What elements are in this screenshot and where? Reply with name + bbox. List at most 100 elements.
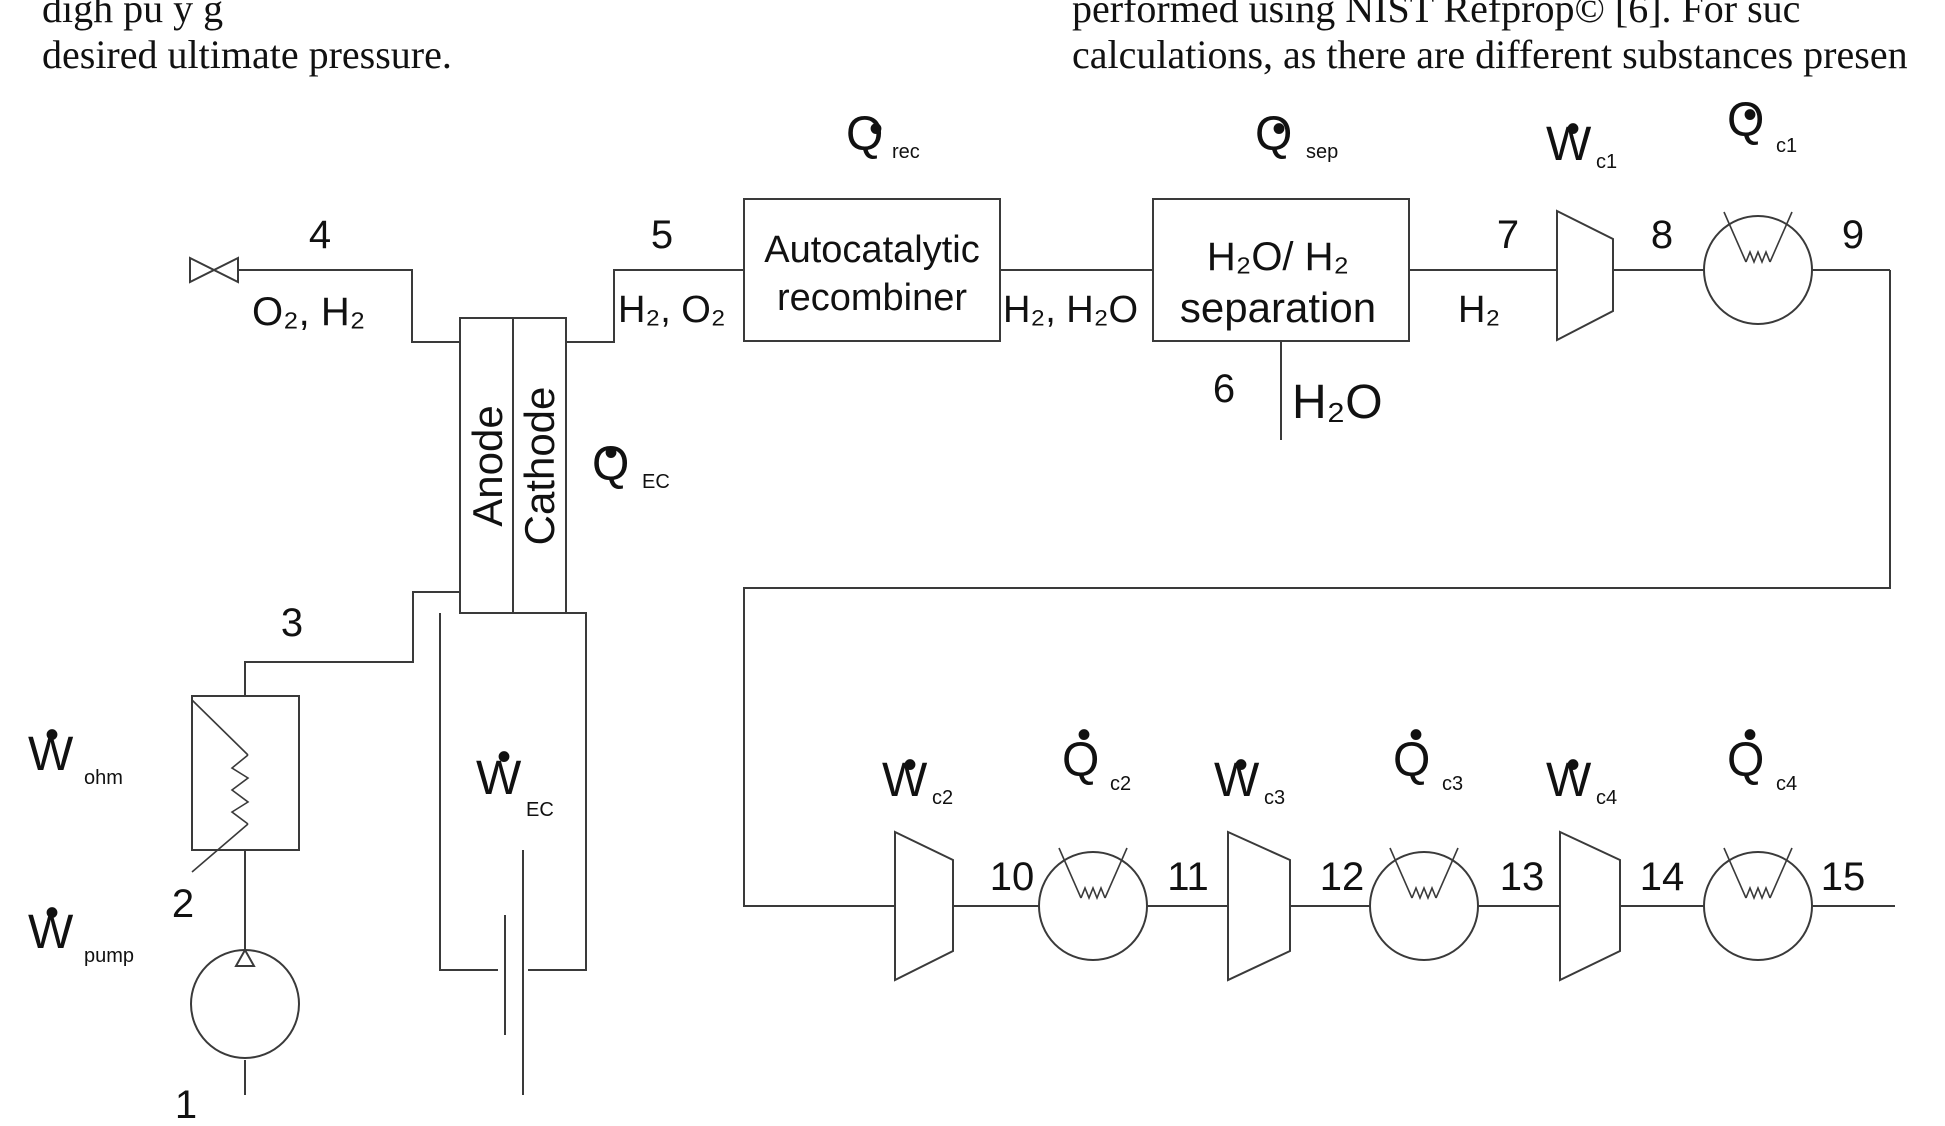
svg-text:Q: Q (1727, 734, 1764, 787)
state-point-4: 4 (309, 213, 331, 257)
stream-4-composition: O₂, H₂ (252, 290, 365, 334)
svg-text:•: • (497, 735, 511, 779)
state-point-13: 13 (1500, 855, 1545, 899)
q-c2-label: • Q c2 (1062, 713, 1131, 795)
svg-text:c2: c2 (932, 787, 953, 809)
svg-text:pump: pump (84, 945, 134, 967)
heater-zigzag-icon (191, 699, 250, 873)
compressor-1 (1556, 209, 1614, 342)
svg-text:•: • (1743, 93, 1757, 137)
svg-text:c3: c3 (1264, 787, 1285, 809)
svg-text:•: • (1234, 743, 1248, 787)
q-c1-label: • Q c1 (1727, 93, 1797, 157)
stream-5-composition: H₂, O₂ (618, 289, 726, 331)
w-ohm-label: • W ohm (28, 713, 123, 789)
power-circuit (439, 612, 587, 971)
state-point-11: 11 (1167, 855, 1209, 899)
stream-line-5 (566, 269, 744, 343)
svg-text:•: • (1566, 743, 1580, 787)
state-point-1: 1 (175, 1083, 197, 1126)
svg-text:•: • (1272, 107, 1286, 151)
stream-recombiner-out-composition: H₂, H₂O (1003, 289, 1138, 331)
svg-text:•: • (1743, 713, 1757, 757)
stream-line-3 (244, 591, 460, 696)
body-text-left: digh pu y g desired ultimate pressure. (42, 0, 742, 78)
svg-text:•: • (45, 891, 59, 935)
state-point-10: 10 (990, 855, 1035, 899)
recombiner-label-line1: Autocatalytic (764, 229, 979, 271)
pump-arrow-icon (234, 947, 256, 967)
cooler-4-coil-icon (1723, 847, 1793, 901)
compressor-4 (1559, 830, 1621, 982)
state-point-7: 7 (1497, 213, 1519, 257)
stream-line-return (743, 270, 1891, 907)
state-point-2: 2 (172, 882, 194, 926)
stream-line-4 (238, 269, 460, 343)
stream-7-composition: H₂ (1458, 289, 1500, 331)
svg-text:W: W (1546, 118, 1592, 171)
state-point-14: 14 (1640, 855, 1685, 899)
w-c3-label: • W c3 (1214, 743, 1285, 809)
text-right-line1: performed using NIST Refprop© [6]. For s… (1072, 0, 1801, 31)
svg-text:EC: EC (642, 471, 670, 493)
svg-text:sep: sep (1306, 141, 1338, 163)
svg-text:c1: c1 (1596, 151, 1617, 173)
q-ec-label: • Q EC (592, 431, 670, 493)
w-c4-label: • W c4 (1546, 743, 1617, 809)
cooler-2 (1038, 851, 1148, 961)
svg-text:Q: Q (1393, 734, 1430, 787)
cooler-1 (1703, 215, 1813, 325)
text-left-line1: digh pu y g (42, 0, 224, 31)
svg-text:c4: c4 (1776, 773, 1797, 795)
svg-text:c3: c3 (1442, 773, 1463, 795)
q-rec-label: • Q rec (846, 107, 920, 163)
svg-text:W: W (476, 752, 522, 805)
body-text-right: performed using NIST Refprop© [6]. For s… (1072, 0, 1945, 78)
svg-text:Q: Q (1062, 734, 1099, 787)
separator-label-line2: separation (1180, 284, 1376, 331)
svg-text:•: • (1566, 107, 1580, 151)
cathode-label: Cathode (516, 387, 563, 546)
compressor-3 (1227, 830, 1291, 982)
cooler-3-coil-icon (1389, 847, 1459, 901)
svg-text:rec: rec (892, 141, 920, 163)
state-point-6: 6 (1213, 367, 1235, 411)
svg-text:•: • (903, 743, 917, 787)
text-left-line2: desired ultimate pressure. (42, 32, 452, 77)
svg-text:c1: c1 (1776, 135, 1797, 157)
svg-text:•: • (1077, 713, 1091, 757)
state-point-3: 3 (281, 601, 303, 645)
svg-text:•: • (604, 431, 618, 475)
svg-text:•: • (869, 107, 883, 151)
svg-text:c4: c4 (1596, 787, 1617, 809)
svg-text:Q: Q (592, 438, 629, 491)
stream-6-composition: H₂O (1292, 376, 1383, 429)
svg-text:Q: Q (1727, 94, 1764, 147)
anode-label: Anode (464, 405, 511, 526)
q-sep-label: • Q sep (1255, 107, 1338, 163)
svg-text:Q: Q (1255, 108, 1292, 161)
w-pump-label: • W pump (28, 891, 134, 967)
svg-text:W: W (882, 754, 928, 807)
state-point-9: 9 (1842, 213, 1864, 257)
text-right-line2: calculations, as there are different sub… (1072, 32, 1908, 77)
q-c4-label: • Q c4 (1727, 713, 1797, 795)
svg-text:EC: EC (526, 799, 554, 821)
valve-icon (189, 256, 217, 284)
svg-text:W: W (28, 728, 74, 781)
valve-icon-right (211, 256, 239, 284)
cooler-2-coil-icon (1058, 847, 1128, 901)
w-c2-label: • W c2 (882, 743, 953, 809)
state-point-15: 15 (1821, 855, 1866, 899)
svg-text:•: • (1409, 713, 1423, 757)
cooler-3 (1369, 851, 1479, 961)
svg-text:ohm: ohm (84, 767, 123, 789)
q-c3-label: • Q c3 (1393, 713, 1463, 795)
w-c1-label: • W c1 (1546, 107, 1617, 173)
cooler-4 (1703, 851, 1813, 961)
separator-label-line1: H₂O/ H₂ (1207, 235, 1349, 279)
svg-text:W: W (1214, 754, 1260, 807)
state-point-5: 5 (651, 213, 673, 257)
state-point-8: 8 (1651, 213, 1673, 257)
svg-text:W: W (28, 906, 74, 959)
